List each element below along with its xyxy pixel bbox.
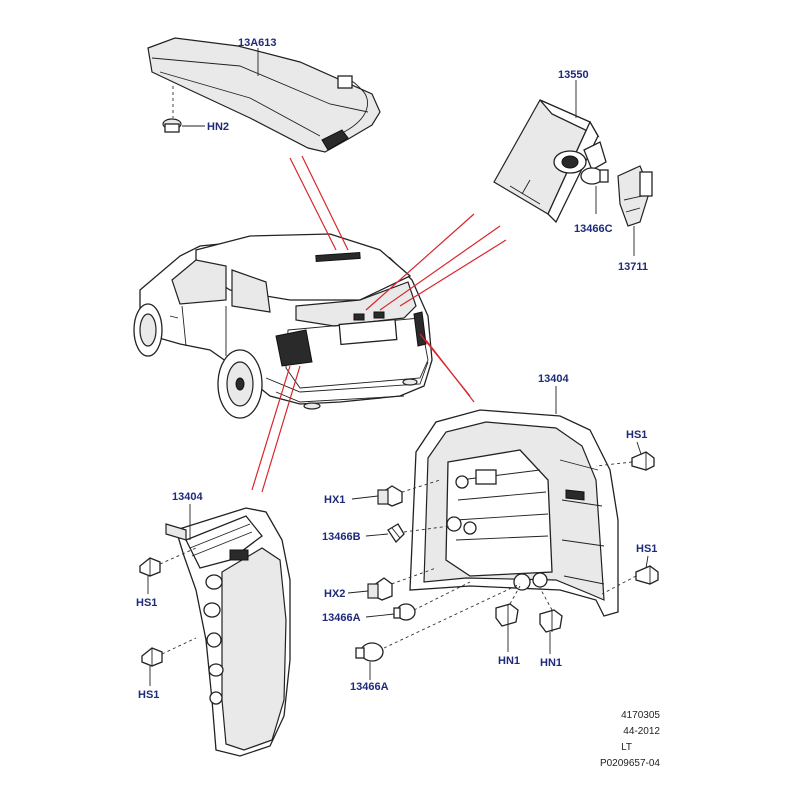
callout-hn1-right: HN1 (540, 657, 562, 669)
callout-13404-right: 13404 (538, 373, 569, 385)
holder-hx1 (377, 485, 403, 507)
hs1-r2-leader (645, 555, 649, 569)
hn2-nut (162, 118, 182, 133)
callout-hs1-right-upper: HS1 (626, 429, 647, 441)
callout-13550: 13550 (558, 69, 589, 81)
screw-hs1-left-upper (139, 557, 161, 577)
callout-13a613: 13A613 (238, 37, 277, 49)
bulb-13466c (580, 167, 609, 185)
hs1-r2-axis (601, 575, 637, 595)
hs1-l1-axis (159, 547, 197, 565)
hs1-r1-leader (636, 441, 642, 455)
reference-number: 4170305 (621, 710, 660, 721)
13466b-leader (365, 533, 389, 537)
13466a-upper-axis (413, 581, 471, 611)
nut-hn1-right (539, 609, 563, 633)
hs1-r1-axis (595, 461, 633, 467)
vehicle-illustration (133, 233, 433, 419)
callout-hn2: HN2 (207, 121, 229, 133)
callout-13711: 13711 (618, 261, 648, 273)
callout-13404-left: 13404 (172, 491, 203, 503)
hs1-l2-axis (161, 637, 197, 655)
reference-date: 44-2012 (623, 726, 660, 737)
high-mount-stop-lamp (147, 37, 381, 153)
rear-lamp-right-assembly (409, 409, 619, 617)
13466a-upper-leader (365, 613, 395, 618)
rear-lamp-left-assembly (165, 507, 291, 757)
bulb-13466b (387, 523, 405, 544)
screw-hs1-right-upper (631, 451, 655, 471)
hn1-right-axis (539, 587, 553, 611)
holder-hx2 (367, 577, 393, 601)
hx1-axis (395, 479, 441, 495)
callout-13466a-upper: 13466A (322, 612, 361, 624)
callout-hs1-left-upper: HS1 (136, 597, 157, 609)
callout-13466a-lower: 13466A (350, 681, 389, 693)
reference-block: 4170305 44-2012 LT P0209657-04 (600, 710, 660, 769)
screw-hs1-left-lower (141, 647, 163, 667)
callout-hn1-left: HN1 (498, 655, 520, 667)
reference-drawing-id: P0209657-04 (600, 758, 660, 769)
screw-hs1-right-lower (635, 565, 659, 585)
bulb-13466a-lower (355, 642, 384, 662)
callout-hs1-right-lower: HS1 (636, 543, 657, 555)
hx1-leader (351, 495, 379, 500)
hx2-leader (347, 590, 369, 594)
bulb-holder-housing (493, 99, 607, 224)
callout-hs1-left-lower: HS1 (138, 689, 159, 701)
13466b-axis (403, 525, 451, 533)
nut-hn1-left (495, 603, 519, 627)
callout-13466c: 13466C (574, 223, 613, 235)
callout-hx1: HX1 (324, 494, 345, 506)
callout-hx2: HX2 (324, 588, 345, 600)
13466a-lower-axis (383, 583, 521, 649)
bulb-13466a-upper (393, 603, 416, 621)
hx2-axis (385, 567, 437, 587)
callout-13466b: 13466B (322, 531, 361, 543)
bulb-socket-13711 (617, 165, 653, 227)
reference-code: LT (621, 742, 632, 753)
location-indicator-lines (251, 155, 507, 493)
